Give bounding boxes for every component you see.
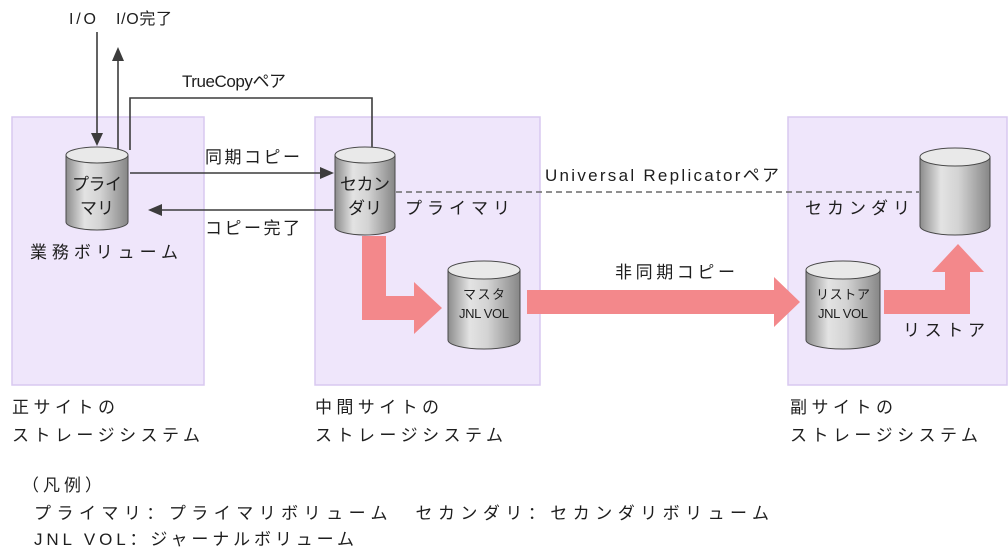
intermediate-volume-label-line2: ダリ <box>348 199 382 218</box>
copy-complete-arrowhead <box>148 204 162 216</box>
master-journal-label-line2: JNL VOL <box>459 306 509 321</box>
intermediate-site-name-line2: ストレージシステム <box>315 426 503 445</box>
restore-journal-label-line1: リストア <box>816 287 870 302</box>
primary-site-name-line1: 正サイトの <box>12 398 115 417</box>
master-journal-label-line1: マスタ <box>463 287 505 302</box>
restore-journal-top <box>805 260 881 280</box>
intermediate-volume-role-label: プライマリ <box>405 199 510 218</box>
restore-journal-body <box>805 269 881 350</box>
copy-complete-label: コピー完了 <box>205 219 300 238</box>
truecopy-secondary-volume-cylinder: セカン ダリ <box>334 146 396 236</box>
primary-volume-top <box>65 146 129 164</box>
sync-copy-arrowhead <box>320 167 334 179</box>
truecopy-pair-connector <box>129 97 373 150</box>
restore-journal-label-line2: JNL VOL <box>818 306 868 321</box>
truecopy-secondary-volume-top <box>334 146 396 164</box>
intermediate-site-name-line1: 中間サイトの <box>315 398 439 417</box>
legend-line-volumes: プライマリ：プライマリボリューム セカンダリ：セカンダリボリューム <box>34 504 769 523</box>
sync-copy-label: 同期コピー <box>205 148 300 167</box>
master-journal-body <box>447 269 521 350</box>
master-journal-top <box>447 260 521 280</box>
master-journal-cylinder: マスタ JNL VOL <box>447 260 521 350</box>
primary-site-name-line2: ストレージシステム <box>12 426 200 445</box>
truecopy-secondary-volume-body <box>334 154 396 236</box>
ur-pair-label: Universal Replicatorペア <box>545 166 779 185</box>
io-complete-arrowhead <box>112 47 124 61</box>
primary-volume-caption: 業務ボリューム <box>30 243 178 262</box>
legend-title: （凡例） <box>22 476 102 495</box>
async-copy-arrow <box>527 277 800 327</box>
legend-line-journal: JNL VOL：ジャーナルボリューム <box>34 530 354 549</box>
secondary-volume-role-label: セカンダリ <box>805 199 910 218</box>
journal-write-arrow <box>362 236 442 334</box>
primary-volume-label-line2: マリ <box>80 199 114 218</box>
primary-volume-label-line1: プライ <box>72 175 122 194</box>
restore-arrow <box>884 244 984 314</box>
io-request-arrowhead <box>91 133 103 146</box>
ur-secondary-volume-cylinder <box>919 147 991 236</box>
primary-volume-cylinder: プライ マリ <box>65 146 129 231</box>
io-label: I/O <box>69 11 96 28</box>
truecopy-pair-label: TrueCopyペア <box>182 72 286 91</box>
ur-secondary-volume-body <box>919 156 991 236</box>
async-copy-label: 非同期コピー <box>615 263 735 282</box>
legend: （凡例） プライマリ：プライマリボリューム セカンダリ：セカンダリボリューム J… <box>22 476 769 549</box>
primary-volume-body <box>65 154 129 231</box>
secondary-site-name-line2: ストレージシステム <box>790 426 978 445</box>
ur-secondary-volume-top <box>919 147 991 167</box>
secondary-site-name-line1: 副サイトの <box>790 398 893 417</box>
io-complete-label: I/O完了 <box>116 10 172 28</box>
restore-journal-cylinder: リストア JNL VOL <box>805 260 881 350</box>
intermediate-volume-label-line1: セカン <box>340 175 390 194</box>
